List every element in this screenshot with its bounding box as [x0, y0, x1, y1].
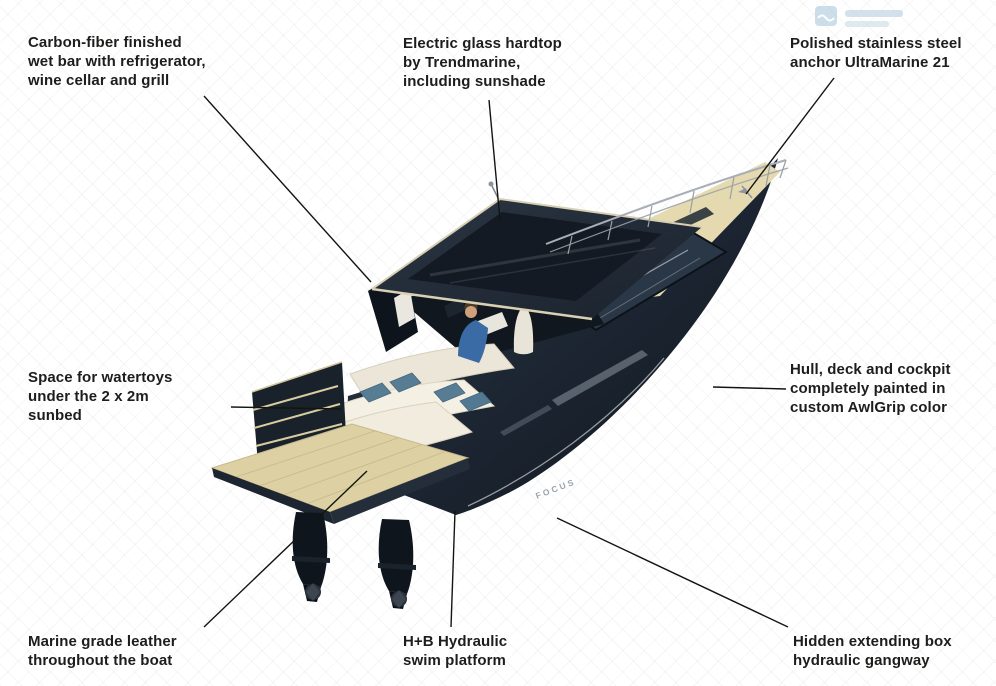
watermark-logo — [815, 4, 915, 35]
callout-leather: Marine grade leather throughout the boat — [28, 633, 177, 669]
antenna — [488, 181, 499, 199]
swim-platform — [210, 423, 470, 524]
stern-drive-left — [292, 512, 330, 602]
callout-hardtop: Electric glass hardtop by Trendmarine, i… — [403, 35, 562, 90]
hull-accent-lines — [467, 357, 665, 513]
blue-pillows — [359, 372, 492, 412]
leader-lines — [203, 77, 835, 628]
callout-hull-paint: Hull, deck and cockpit completely painte… — [790, 361, 951, 416]
person-seated — [458, 300, 488, 363]
teak-plank-lines — [235, 430, 445, 505]
hull-brand-text: FOCUS — [534, 476, 577, 500]
leader-line-anchor — [745, 77, 835, 195]
hull-side-windows — [500, 350, 648, 436]
stern-drive-right — [378, 519, 416, 609]
callout-watertoys: Space for watertoys under the 2 x 2m sun… — [28, 369, 173, 424]
callout-gangway: Hidden extending box hydraulic gangway — [793, 633, 952, 669]
callout-anchor: Polished stainless steel anchor UltraMar… — [790, 35, 962, 71]
callout-wet-bar: Carbon-fiber finished wet bar with refri… — [28, 34, 206, 89]
leader-line-wet-bar — [203, 95, 372, 283]
leader-line-hull-paint — [712, 386, 787, 390]
callout-swim-platform: H+B Hydraulic swim platform — [403, 633, 508, 669]
leader-line-leather — [203, 470, 368, 628]
leader-line-gangway — [556, 517, 789, 628]
helm-console — [444, 298, 466, 318]
leader-line-swim-platform — [450, 510, 456, 628]
leader-line-hardtop — [488, 99, 501, 221]
leader-line-watertoys — [230, 406, 342, 410]
